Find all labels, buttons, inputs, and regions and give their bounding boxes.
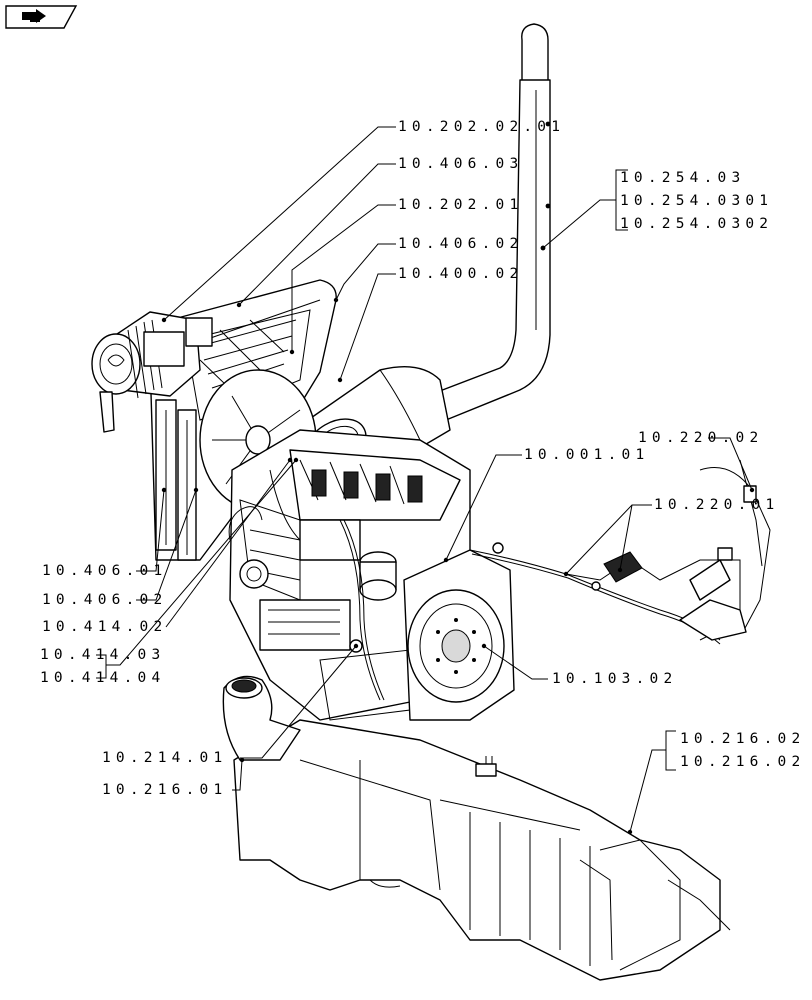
callout-label[interactable]: 10.216.01 xyxy=(102,782,227,798)
wiring-harness xyxy=(469,459,771,645)
book-arrow-icon[interactable] xyxy=(5,5,78,29)
callout-label[interactable]: 10.406.01 xyxy=(42,563,167,579)
callout-label[interactable]: 10.414.03 xyxy=(40,647,165,663)
callout-label[interactable]: 10.216.02 xyxy=(680,754,805,770)
callout-leaders xyxy=(96,126,755,835)
callout-label[interactable]: 10.406.02 xyxy=(42,592,167,608)
exhaust-pipe xyxy=(431,23,551,421)
callout-label[interactable]: 10.202.02.01 xyxy=(398,119,565,135)
fuel-tank xyxy=(222,675,731,981)
callout-label[interactable]: 10.406.02 xyxy=(398,236,523,252)
callout-label[interactable]: 10.220.02 xyxy=(638,430,763,446)
callout-label[interactable]: 10.103.02 xyxy=(552,671,677,687)
callout-label[interactable]: 10.214.01 xyxy=(102,750,227,766)
callout-label[interactable]: 10.254.0302 xyxy=(620,216,773,232)
callout-label[interactable]: 10.254.03 xyxy=(620,170,745,186)
flywheel-housing xyxy=(403,549,515,721)
callout-label[interactable]: 10.001.01 xyxy=(524,447,649,463)
callout-labels: 10.202.02.01 10.406.03 10.202.01 10.406.… xyxy=(40,119,805,798)
callout-label[interactable]: 10.202.01 xyxy=(398,197,523,213)
callout-label[interactable]: 10.216.02 xyxy=(680,731,805,747)
callout-label[interactable]: 10.414.02 xyxy=(42,619,167,635)
callout-label[interactable]: 10.254.0301 xyxy=(620,193,773,209)
callout-label[interactable]: 10.414.04 xyxy=(40,670,165,686)
callout-label[interactable]: 10.400.02 xyxy=(398,266,523,282)
callout-label[interactable]: 10.406.03 xyxy=(398,156,523,172)
air-cleaner xyxy=(91,311,213,433)
callout-label[interactable]: 10.220.01 xyxy=(654,497,779,513)
